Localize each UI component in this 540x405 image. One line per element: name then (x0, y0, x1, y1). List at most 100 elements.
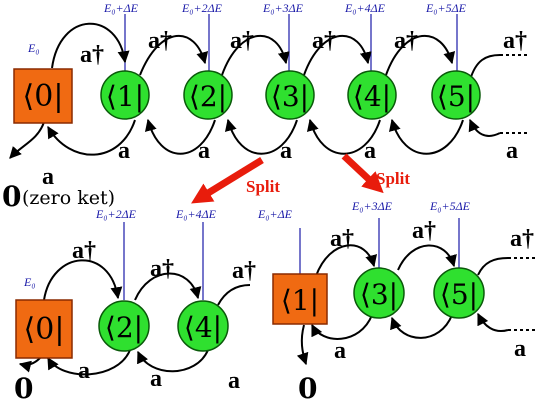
top-raise-arc-1-2 (139, 35, 209, 76)
top-state-2-circle (183, 70, 233, 120)
br-lower-arc-3-1 (311, 314, 373, 340)
bottom-left-energy-labels: E₀ E₀+2ΔE E₀+4ΔE (23, 207, 217, 289)
br-raise-label-2: a† (510, 226, 534, 252)
top-energy-labels: E₀ E₀+ΔE E₀+2ΔE E₀+3ΔE E₀+4ΔE E₀+5ΔE (27, 1, 467, 55)
top-state-4-circle (347, 70, 397, 120)
bl-energy-label-0: E₀ (23, 275, 36, 289)
top-lower-arc-in-5 (468, 118, 501, 137)
bl-lower-arc-2-0 (47, 349, 131, 376)
bl-raise-label-1: a† (150, 256, 174, 282)
top-raise-label-1: a† (148, 28, 172, 54)
top-lower-arc-1-0 (47, 119, 136, 156)
top-chain (9, 14, 530, 159)
br-energy-label-1: E₀+ΔE (257, 207, 293, 221)
top-state-4-label: ⟨4| (353, 80, 391, 113)
bl-raise-label-2: a† (232, 258, 256, 284)
bl-state-4-circle (177, 300, 229, 352)
top-state-5-label: ⟨5| (437, 80, 475, 113)
br-state-3-label: ⟨3| (360, 278, 398, 311)
br-raise-arc-5-out (477, 257, 509, 276)
bl-state-2-circle (98, 300, 150, 352)
top-state-1-circle (100, 70, 150, 120)
top-state-3-label: ⟨3| (271, 80, 309, 113)
split-left-label: Split (246, 177, 280, 196)
br-lower-label-1: a (514, 336, 526, 362)
br-raise-arc-3-5 (397, 244, 457, 271)
bl-lower-arc-4-2 (137, 349, 209, 373)
br-lower-arc-in-5 (477, 312, 509, 332)
br-raise-label-0: a† (330, 226, 354, 252)
top-raise-label-0: a† (80, 42, 104, 68)
bl-lower-label-2: a (228, 368, 240, 394)
top-raise-label-3: a† (312, 28, 336, 54)
bl-state-2-label: ⟨2| (105, 311, 143, 344)
bottom-left-states: ⟨0| ⟨2| ⟨4| (15, 299, 229, 359)
top-energy-label-2: E₀+2ΔE (181, 1, 223, 15)
top-zero-ket: 0 (zero ket) (2, 180, 115, 213)
top-operator-labels: a† a† a† a† a† a† a a a a a a (42, 28, 527, 190)
bl-energy-label-2: E₀+2ΔE (95, 207, 137, 221)
bl-state-0-box (15, 299, 73, 359)
top-lower-arc-3-2 (224, 118, 298, 155)
top-energy-label-3: E₀+3ΔE (262, 1, 304, 15)
bl-energy-label-4: E₀+4ΔE (175, 207, 217, 221)
top-raise-arc-2-3 (221, 35, 290, 76)
top-raise-label-2: a† (230, 28, 254, 54)
bottom-right-operator-labels: a† a† a† a a 0 (298, 218, 534, 405)
top-lower-label-2: a (198, 138, 210, 164)
br-energy-label-3: E₀+3ΔE (351, 199, 393, 213)
top-zero-ket-note: (zero ket) (22, 187, 115, 209)
br-state-1-box (272, 273, 328, 325)
br-lower-arc-5-3 (390, 314, 453, 339)
split-right-label: Split (376, 169, 410, 188)
bl-lower-label-1: a (150, 366, 162, 392)
top-lower-arc-0-zero (9, 121, 45, 159)
top-energy-label-5: E₀+5ΔE (425, 1, 467, 15)
br-lower-arc-1-zero (296, 324, 309, 366)
br-state-5-label: ⟨5| (440, 278, 478, 311)
br-zero-ket: 0 (298, 372, 317, 405)
bottom-left-operator-labels: a† a† a† a a a 0 (14, 238, 256, 405)
top-energy-label-4: E₀+4ΔE (344, 1, 386, 15)
bl-state-4-label: ⟨4| (184, 311, 222, 344)
bottom-right-chain (296, 218, 535, 366)
bl-raise-arc-4-out (217, 284, 251, 306)
split-arrows: Split Split (191, 153, 410, 204)
br-lower-label-0: a (334, 338, 346, 364)
top-state-0-box (13, 68, 73, 124)
top-state-3-circle (265, 70, 315, 120)
top-lower-label-3: a (280, 138, 292, 164)
top-raise-label-5: a† (503, 28, 527, 54)
top-raise-arc-4-5 (385, 35, 456, 76)
bl-raise-arc-2-4 (134, 272, 202, 301)
bl-lower-arc-0-zero (18, 357, 41, 373)
top-lower-label-5: a (506, 138, 518, 164)
top-lower-label-4: a (364, 138, 376, 164)
bl-lower-label-0: a (78, 358, 90, 384)
bottom-right-states: ⟨1| ⟨3| ⟨5| (272, 267, 485, 325)
bottom-left-chain (18, 222, 251, 376)
br-raise-label-1: a† (412, 218, 436, 244)
top-raise-arc-3-4 (303, 35, 372, 76)
top-lower-label-0: a (42, 164, 54, 190)
top-raise-arc-0-1 (51, 22, 130, 69)
bl-state-0-label: ⟨0| (24, 312, 65, 347)
top-energy-label-1: E₀+ΔE (103, 1, 139, 15)
br-state-1-label: ⟨1| (281, 284, 319, 317)
bl-zero-ket: 0 (14, 372, 33, 405)
top-lower-arc-4-3 (306, 118, 381, 155)
top-raise-label-4: a† (394, 28, 418, 54)
br-raise-arc-1-3 (315, 244, 378, 277)
split-arrow-left (191, 157, 264, 204)
bottom-right-energy-labels: E₀+ΔE E₀+3ΔE E₀+5ΔE (257, 199, 471, 221)
top-lower-label-1: a (118, 138, 130, 164)
top-state-1-label: ⟨1| (106, 80, 144, 113)
top-energy-label-0: E₀ (27, 41, 40, 55)
top-state-0-label: ⟨0| (23, 79, 64, 114)
br-state-3-circle (353, 267, 405, 319)
top-raise-arc-5-out (469, 54, 501, 81)
top-lower-arc-2-1 (144, 118, 216, 155)
bl-raise-label-0: a† (72, 238, 96, 264)
split-arrow-right (341, 153, 384, 194)
